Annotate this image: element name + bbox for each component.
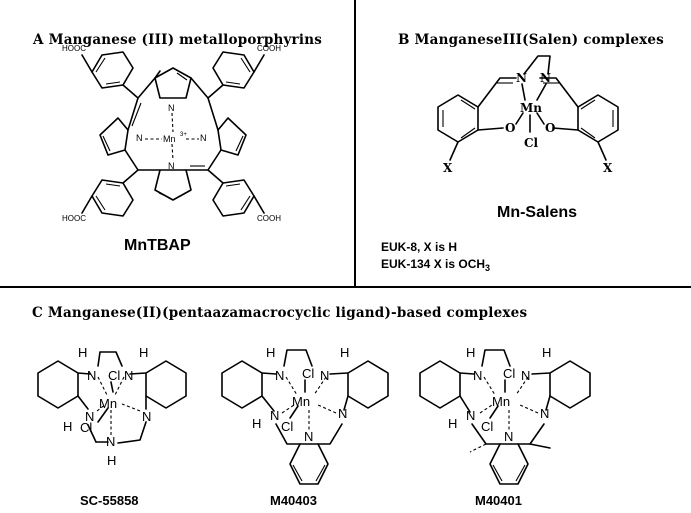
sc-55858-label: SC-55858	[80, 493, 139, 508]
svg-text:O: O	[545, 121, 555, 135]
svg-text:N: N	[320, 368, 329, 383]
svg-text:COOH: COOH	[257, 44, 281, 53]
euk-8-note: EUK-8, X is H	[381, 240, 457, 254]
svg-text:H: H	[139, 345, 148, 360]
svg-text:N: N	[200, 133, 207, 143]
svg-text:H: H	[78, 345, 87, 360]
svg-text:Cl: Cl	[503, 366, 515, 381]
mn-salen-structure: N N Mn O O Cl X X	[437, 55, 619, 175]
svg-text:H: H	[252, 416, 261, 431]
mntbap-mn-atom: Mn	[163, 134, 176, 144]
mntbap-label: MnTBAP	[124, 237, 191, 254]
svg-text:N: N	[275, 368, 284, 383]
svg-text:N: N	[521, 368, 530, 383]
sc-55858-structure: H N N H Cl Mn N N H Cl N H	[37, 345, 187, 468]
svg-text:Cl: Cl	[524, 136, 539, 150]
svg-text:H: H	[466, 345, 475, 360]
m40403-label: M40403	[270, 493, 317, 508]
svg-text:COOH: COOH	[257, 214, 281, 223]
svg-text:HOOC: HOOC	[62, 44, 86, 53]
svg-text:H: H	[266, 345, 275, 360]
mn-salens-label: Mn-Salens	[497, 204, 577, 221]
svg-text:Cl: Cl	[108, 368, 120, 383]
svg-text:X: X	[603, 161, 613, 175]
svg-text:X: X	[443, 161, 453, 175]
mntbap-structure: N N N N Mn 3+ HOOC COOH	[62, 44, 281, 223]
svg-text:Cl: Cl	[481, 419, 493, 434]
svg-text:N: N	[136, 133, 143, 143]
svg-text:H: H	[107, 453, 116, 468]
salen-mn-atom: Mn	[520, 101, 542, 115]
svg-text:N: N	[168, 103, 175, 113]
svg-text:H: H	[448, 416, 457, 431]
panel-c: C Manganese(II)(pentaazamacrocyclic liga…	[32, 305, 591, 508]
svg-text:N: N	[142, 409, 151, 424]
svg-text:H: H	[63, 419, 72, 434]
svg-text:N: N	[168, 161, 175, 171]
svg-text:N: N	[304, 429, 313, 444]
m40401-label: M40401	[475, 493, 522, 508]
svg-text:N: N	[85, 409, 94, 424]
panel-b-title: B ManganeseIII(Salen) complexes	[398, 32, 664, 48]
svg-text:N: N	[504, 429, 513, 444]
svg-text:HOOC: HOOC	[62, 214, 86, 223]
svg-text:Cl: Cl	[80, 420, 92, 435]
panel-c-title: C Manganese(II)(pentaazamacrocyclic liga…	[32, 305, 527, 321]
panel-a-title: A Manganese (III) metalloporphyrins	[32, 32, 322, 48]
svg-text:Cl: Cl	[302, 366, 314, 381]
svg-text:N: N	[87, 368, 96, 383]
panel-b: B ManganeseIII(Salen) complexes	[381, 32, 664, 273]
svg-text:N: N	[124, 368, 133, 383]
svg-text:N: N	[516, 71, 527, 85]
svg-text:N: N	[473, 368, 482, 383]
panel-a: A Manganese (III) metalloporphyrins N	[32, 32, 322, 254]
svg-text:Cl: Cl	[281, 419, 293, 434]
m40403-structure: H N N H Cl Mn N N H Cl N	[221, 345, 389, 485]
svg-text:3+: 3+	[180, 132, 187, 138]
svg-text:N: N	[466, 408, 475, 423]
svg-text:H: H	[340, 345, 349, 360]
svg-text:N: N	[106, 434, 115, 449]
m40403-mn-atom: Mn	[292, 394, 310, 409]
svg-text:N: N	[540, 71, 551, 85]
sc-55858-mn-atom: Mn	[99, 396, 117, 411]
euk-134-note: EUK-134 X is OCH3	[381, 257, 490, 273]
m40401-structure: H N N H Cl Mn N N H Cl N	[419, 345, 591, 485]
svg-text:N: N	[338, 406, 347, 421]
svg-text:N: N	[540, 406, 549, 421]
svg-text:O: O	[505, 121, 515, 135]
svg-text:N: N	[270, 408, 279, 423]
svg-text:H: H	[542, 345, 551, 360]
m40401-mn-atom: Mn	[492, 394, 510, 409]
